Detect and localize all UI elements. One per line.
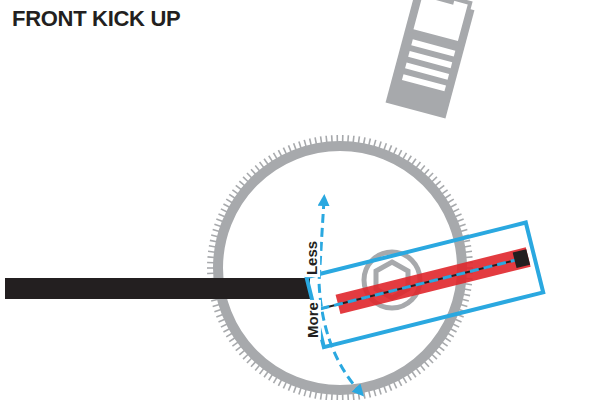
clamp-bracket xyxy=(386,0,477,119)
adjust-arrow xyxy=(319,200,360,392)
title: FRONT KICK UP xyxy=(12,6,180,32)
main-bar xyxy=(5,278,310,299)
direction-label: More xyxy=(305,300,321,340)
lever-assembly xyxy=(306,223,543,348)
direction-label: Less xyxy=(304,239,320,277)
